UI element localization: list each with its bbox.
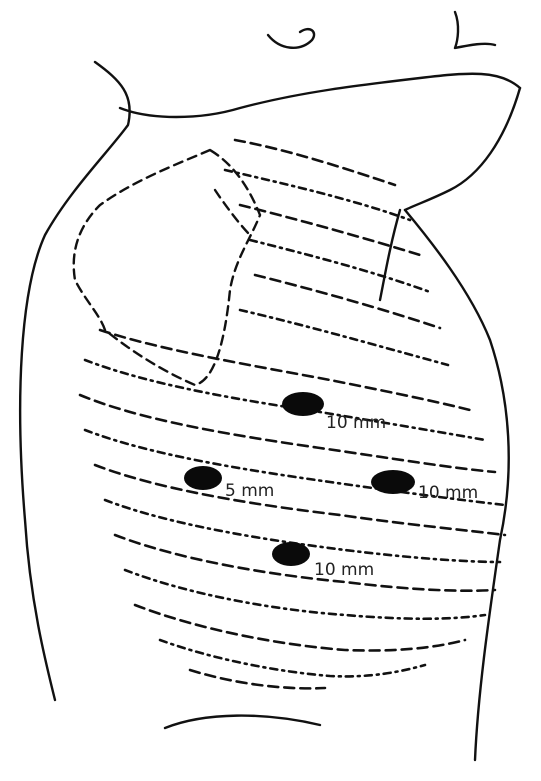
scapula-outline [74, 150, 260, 385]
port-marker-1 [282, 392, 324, 416]
port-marker-2 [184, 466, 222, 490]
port-labels: 10 mm 5 mm 10 mm 10 mm [225, 413, 478, 580]
body-outline [20, 12, 520, 760]
port-label-1: 10 mm [326, 413, 386, 433]
port-label-4: 10 mm [314, 560, 374, 580]
port-label-2: 5 mm [225, 481, 274, 501]
port-marker-3 [371, 470, 415, 494]
port-label-3: 10 mm [418, 483, 478, 503]
port-marker-4 [272, 542, 310, 566]
